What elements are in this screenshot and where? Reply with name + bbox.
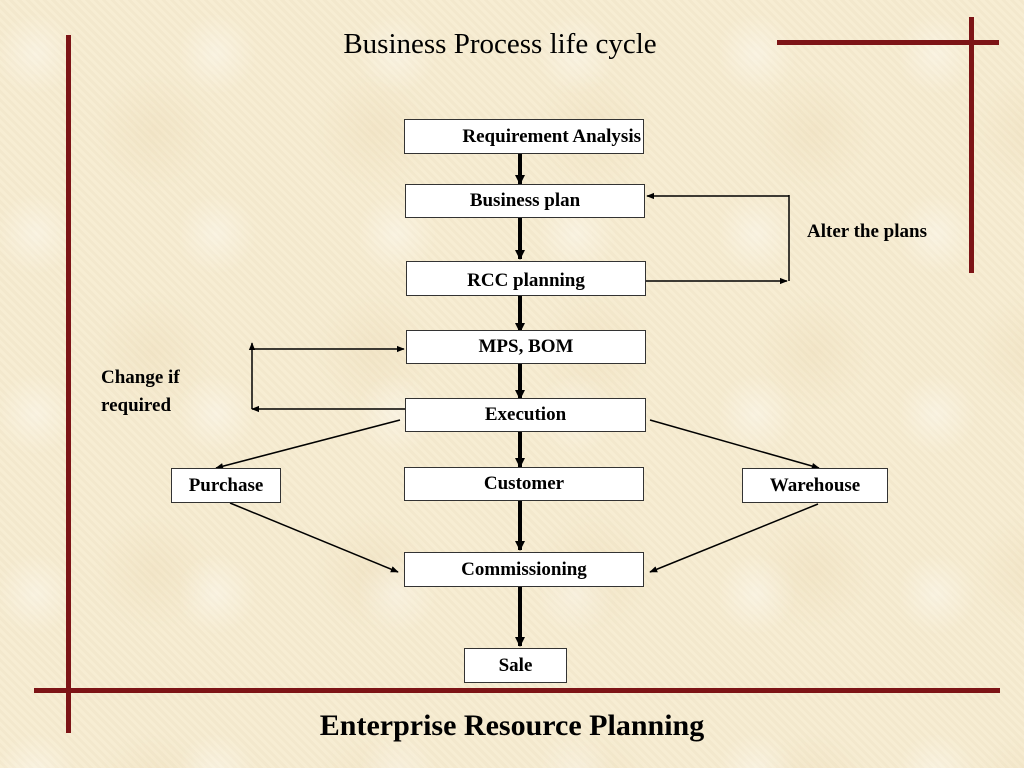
slide-footer: Enterprise Resource Planning [319,709,705,742]
node-business-plan-label: Business plan [469,190,581,211]
node-commissioning-label: Commissioning [461,558,587,580]
node-mps-bom-label: MPS, BOM [478,336,574,357]
node-purchase: Purchase [171,468,281,503]
node-execution-label: Execution [484,404,567,425]
node-business-plan: Business plan [405,184,645,218]
frame-rule-left-vertical [66,35,71,733]
change-if-required-label: Change if required [101,364,180,420]
slide-title: Business Process life cycle [343,28,657,60]
node-sale-label: Sale [498,654,533,676]
node-customer: Customer [404,467,644,501]
node-mps-bom: MPS, BOM [406,330,646,364]
node-execution: Execution [405,398,646,432]
arrow-warehouse-to-commissioning [649,503,819,573]
frame-rule-top-right-horizontal [777,40,999,45]
frame-rule-bottom-horizontal [34,688,1000,693]
node-requirement-analysis-label: Requirement Analysis [462,125,641,147]
node-commissioning: Commissioning [404,552,644,587]
node-rcc-planning: RCC planning [406,261,646,296]
node-warehouse: Warehouse [742,468,888,503]
node-requirement-analysis: Requirement Analysis [404,119,644,154]
node-customer-label: Customer [483,473,565,494]
arrow-execution-to-purchase [215,419,401,470]
frame-rule-right-vertical [969,17,974,273]
node-purchase-label: Purchase [188,474,264,496]
change-label-line-2: required [101,395,172,416]
arrow-execution-to-warehouse [649,419,820,470]
change-label-line-1: Change if [101,367,180,388]
alter-plans-label: Alter the plans [807,221,927,242]
node-rcc-planning-label: RCC planning [467,269,585,291]
node-warehouse-label: Warehouse [769,474,861,496]
arrow-purchase-to-commissioning [229,502,399,573]
node-sale: Sale [464,648,567,683]
